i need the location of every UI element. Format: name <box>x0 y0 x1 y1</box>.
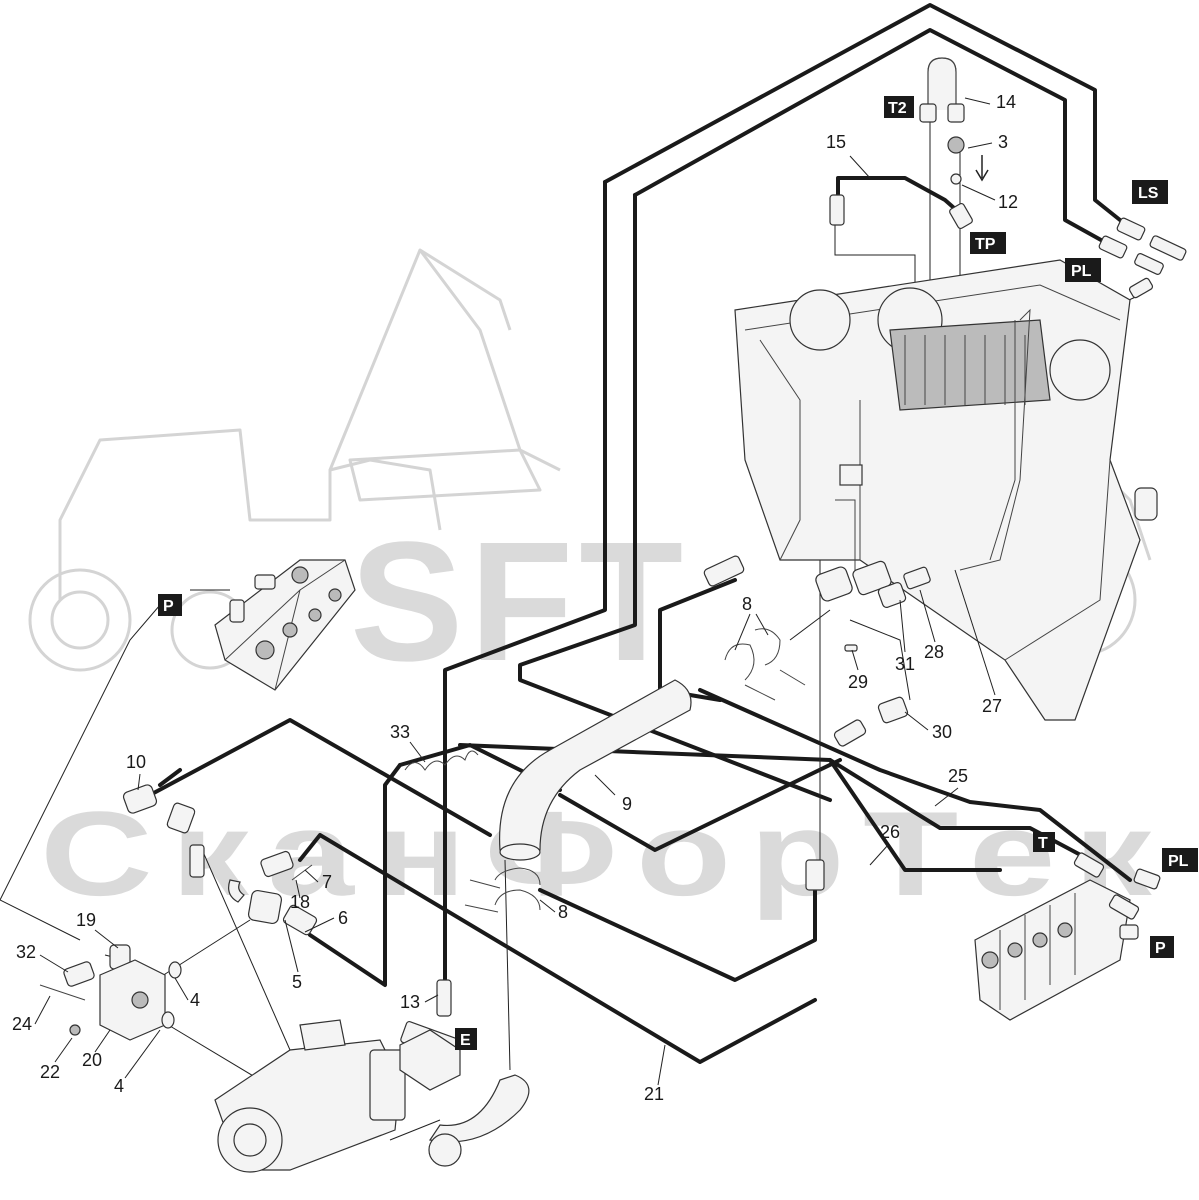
hose-26 <box>458 743 1002 872</box>
callout-4b: 4 <box>114 1076 124 1096</box>
tag-pl-right: PL <box>1162 848 1198 872</box>
tag-t-right: T <box>1033 832 1055 852</box>
callout-28: 28 <box>924 642 944 662</box>
svg-text:PL: PL <box>1071 263 1092 280</box>
callout-15: 15 <box>826 132 846 152</box>
watermark-brand: SFT <box>350 507 689 697</box>
callout-12: 12 <box>998 192 1018 212</box>
hose-9-return <box>558 758 842 852</box>
hoses <box>148 3 1132 1064</box>
manifold-e <box>399 1029 461 1091</box>
callout-5: 5 <box>292 972 302 992</box>
svg-text:TP: TP <box>975 236 996 253</box>
fitting-15-left <box>829 194 845 226</box>
right-valve-block <box>974 879 1131 1021</box>
callout-leaders <box>34 97 996 1086</box>
tag-pl-top: PL <box>1065 258 1101 282</box>
svg-text:P: P <box>163 598 174 615</box>
svg-text:PL: PL <box>1168 853 1189 870</box>
callout-7: 7 <box>322 872 332 892</box>
callout-8a: 8 <box>742 594 752 614</box>
fittings-28-31 <box>815 560 931 608</box>
hose-return-t <box>828 758 1092 862</box>
tag-t2: T2 <box>884 96 914 118</box>
callout-3: 3 <box>998 132 1008 152</box>
callout-27: 27 <box>982 696 1002 716</box>
svg-text:T2: T2 <box>888 100 907 117</box>
suction-hose-9 <box>498 679 692 861</box>
tag-p-right: P <box>1150 936 1174 958</box>
hose-15 <box>836 176 964 217</box>
callout-10: 10 <box>126 752 146 772</box>
callout-numbers: 3 12 14 15 27 28 31 29 30 25 26 8 8 9 33… <box>12 92 1018 1104</box>
tag-p-left: P <box>158 594 182 616</box>
fitting-13 <box>436 979 452 1017</box>
svg-text:T: T <box>1038 835 1048 852</box>
callout-18: 18 <box>290 892 310 912</box>
hose-ls-top <box>603 3 1132 230</box>
svg-text:P: P <box>1155 940 1166 957</box>
callout-24: 24 <box>12 1014 32 1034</box>
callout-29: 29 <box>848 672 868 692</box>
callout-30: 30 <box>932 722 952 742</box>
callout-22: 22 <box>40 1062 60 1082</box>
fitting-29 <box>844 644 858 652</box>
tag-e: E <box>455 1028 477 1050</box>
left-fittings <box>39 784 318 1041</box>
watermark-company: СканФорТек <box>40 787 1170 921</box>
hydraulic-tank-frame <box>734 259 1158 721</box>
svg-text:LS: LS <box>1138 185 1159 202</box>
clamps-8 <box>464 628 806 913</box>
fitting-15-right <box>949 202 973 230</box>
pump-assembly <box>214 1019 530 1173</box>
hose-pl-top <box>633 28 1112 247</box>
callout-9: 9 <box>622 794 632 814</box>
hose-left-33 <box>158 768 182 787</box>
callout-8b: 8 <box>558 902 568 922</box>
callout-4a: 4 <box>190 990 200 1010</box>
ls-pl-fittings <box>1098 217 1187 299</box>
callout-20: 20 <box>82 1050 102 1070</box>
hose-21 <box>298 833 817 1064</box>
callout-31: 31 <box>895 654 915 674</box>
callout-19: 19 <box>76 910 96 930</box>
callout-25: 25 <box>948 766 968 786</box>
hose-10-loop <box>148 718 492 837</box>
hose-6 <box>308 763 402 987</box>
callout-21: 21 <box>644 1084 664 1104</box>
tag-ls: LS <box>1132 180 1168 204</box>
hose-end-26 <box>805 859 825 891</box>
port-tags: T2 TP LS PL PL T P P <box>158 96 1198 1050</box>
hose-ls-outer <box>443 180 607 987</box>
pipe-fitting-14 <box>919 57 965 185</box>
spring-guard-33 <box>404 750 479 771</box>
fitting-30 <box>877 696 909 724</box>
callout-13: 13 <box>400 992 420 1012</box>
hose-21-b <box>538 878 817 982</box>
callout-32: 32 <box>16 942 36 962</box>
hose-end-30 <box>833 719 867 747</box>
hose-end-28 <box>703 555 745 587</box>
hose-ends-right <box>1073 852 1161 940</box>
tag-tp: TP <box>970 232 1006 254</box>
svg-text:E: E <box>460 1032 471 1049</box>
down-arrow-icon <box>975 155 989 182</box>
callout-33: 33 <box>390 722 410 742</box>
left-valve-block <box>214 559 356 691</box>
callout-14: 14 <box>996 92 1016 112</box>
callout-6: 6 <box>338 908 348 928</box>
callout-26: 26 <box>880 822 900 842</box>
